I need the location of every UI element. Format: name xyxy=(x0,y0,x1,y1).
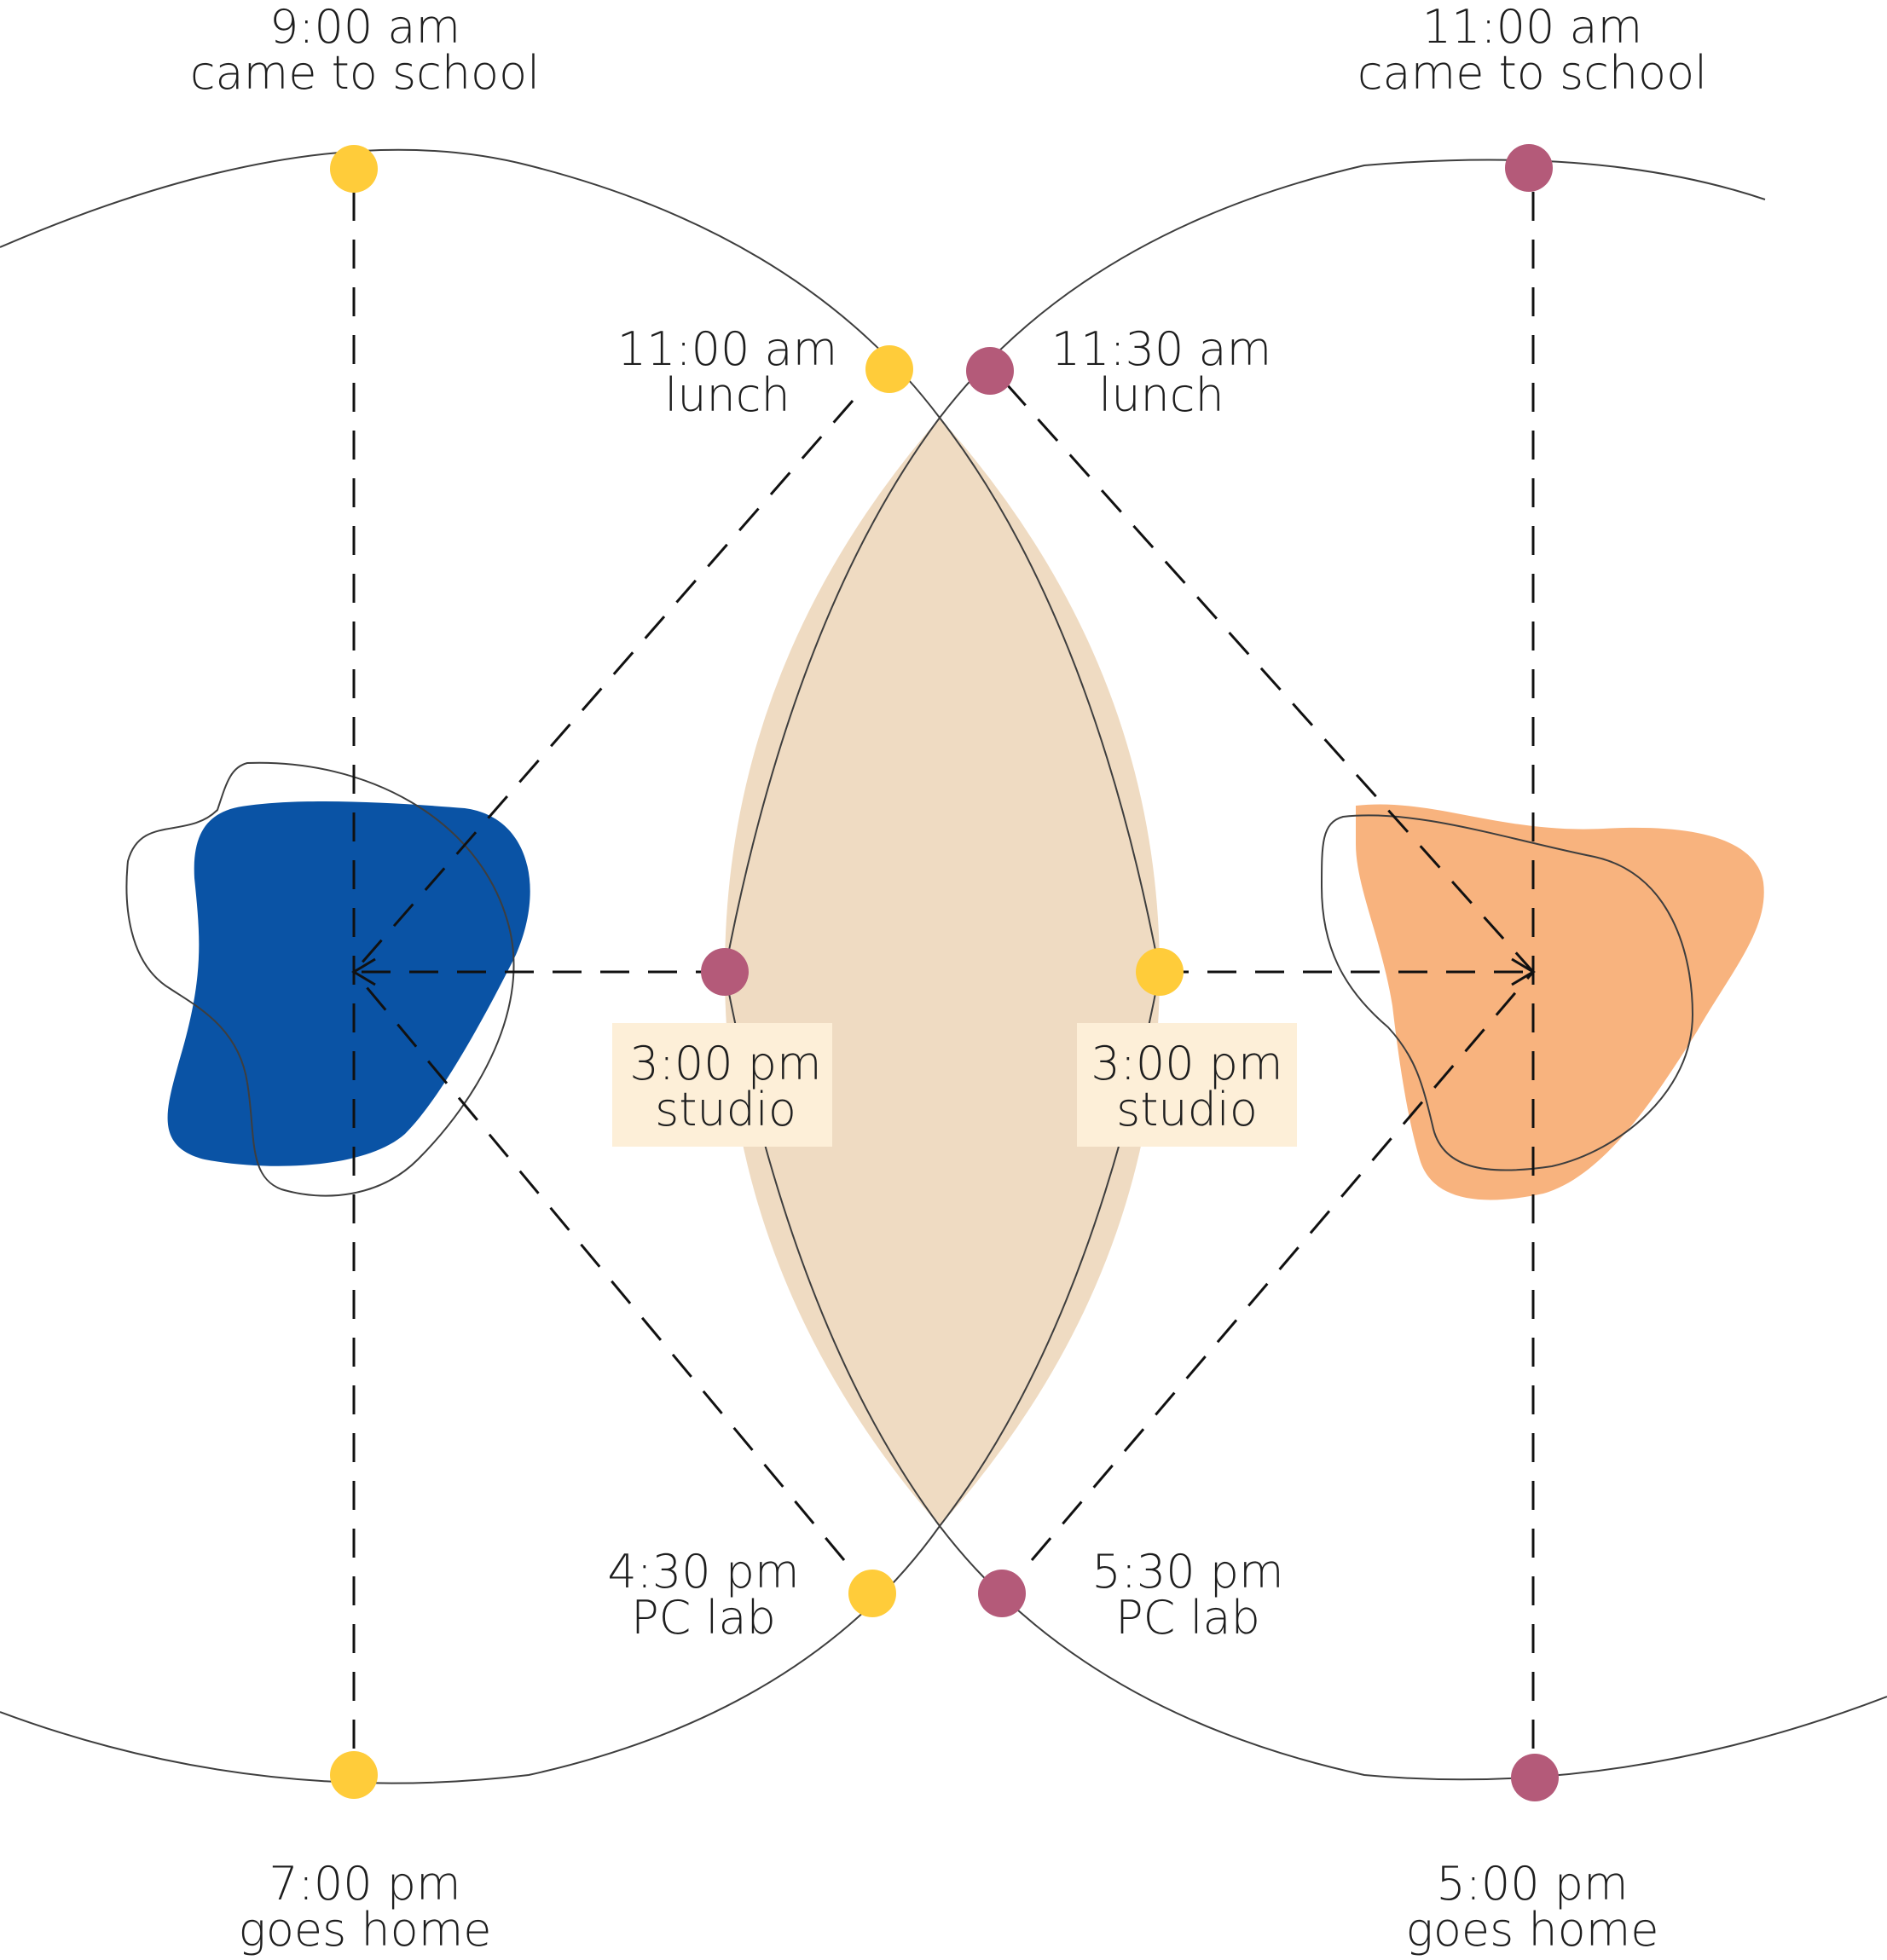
person-a-blob xyxy=(167,801,530,1166)
b-pclab-label: 5:30 pm PC lab xyxy=(1091,1545,1283,1645)
person-b-blob xyxy=(1356,804,1764,1200)
a-pclab-dot xyxy=(848,1570,896,1617)
b-arrive-activity: came to school xyxy=(1357,46,1707,100)
b-lunch-dash xyxy=(1004,382,1535,974)
b-lunch-time: 11:30 am xyxy=(1051,322,1271,376)
a-arrive-time: 9:00 am xyxy=(269,0,460,54)
a-lunch-label: 11:00 am lunch xyxy=(617,322,837,422)
b-home-dot xyxy=(1511,1754,1559,1801)
a-lunch-time: 11:00 am xyxy=(617,322,837,376)
b-pclab-dot xyxy=(978,1570,1026,1617)
a-pclab-activity: PC lab xyxy=(631,1591,776,1645)
person-b-route xyxy=(354,192,1535,1761)
a-lunch-activity: lunch xyxy=(664,368,790,422)
a-pclab-label: 4:30 pm PC lab xyxy=(607,1545,799,1645)
b-studio-dot xyxy=(701,948,749,996)
a-studio-time: 3:00 pm xyxy=(1091,1037,1282,1090)
b-studio-label: 3:00 pm studio xyxy=(629,1037,821,1136)
person-b-arc xyxy=(723,159,1887,1781)
arrow-left-head xyxy=(351,957,376,986)
b-pclab-time: 5:30 pm xyxy=(1091,1545,1283,1599)
a-pclab-time: 4:30 pm xyxy=(607,1545,799,1599)
b-lunch-label: 11:30 am lunch xyxy=(1051,322,1271,422)
a-lunch-dash xyxy=(352,400,854,973)
a-studio-label: 3:00 pm studio xyxy=(1091,1037,1282,1136)
a-home-activity: goes home xyxy=(238,1903,491,1957)
b-pclab-dash xyxy=(1030,971,1535,1561)
b-lunch-activity: lunch xyxy=(1098,368,1224,422)
a-studio-label-box xyxy=(1077,1023,1297,1147)
a-pclab-dash xyxy=(352,971,846,1561)
person-b-blob-outline xyxy=(1320,814,1694,1171)
shared-zone-lens xyxy=(725,418,1160,1526)
a-arrive-label: 9:00 am came to school xyxy=(190,0,540,100)
a-home-time: 7:00 pm xyxy=(269,1857,460,1911)
b-studio-activity: studio xyxy=(655,1083,796,1136)
b-studio-time: 3:00 pm xyxy=(629,1037,821,1090)
a-arrive-dot xyxy=(330,145,378,193)
b-arrive-time: 11:00 am xyxy=(1422,0,1642,54)
b-home-label: 5:00 pm goes home xyxy=(1405,1857,1658,1957)
b-arrive-label: 11:00 am came to school xyxy=(1357,0,1707,100)
b-pclab-activity: PC lab xyxy=(1115,1591,1260,1645)
b-arrive-dot xyxy=(1505,144,1553,192)
a-home-dot xyxy=(330,1751,378,1799)
a-home-label: 7:00 pm goes home xyxy=(238,1857,491,1957)
b-studio-label-box xyxy=(612,1023,832,1147)
b-home-activity: goes home xyxy=(1405,1903,1658,1957)
a-arrive-activity: came to school xyxy=(190,46,540,100)
a-lunch-dot xyxy=(865,345,913,393)
person-a-route xyxy=(352,192,1531,1761)
a-studio-activity: studio xyxy=(1116,1083,1258,1136)
b-lunch-dot xyxy=(966,347,1014,395)
arrow-right-head xyxy=(1511,957,1536,986)
a-studio-dot xyxy=(1136,948,1184,996)
person-a-blob-outline xyxy=(125,761,515,1197)
b-home-time: 5:00 pm xyxy=(1436,1857,1628,1911)
